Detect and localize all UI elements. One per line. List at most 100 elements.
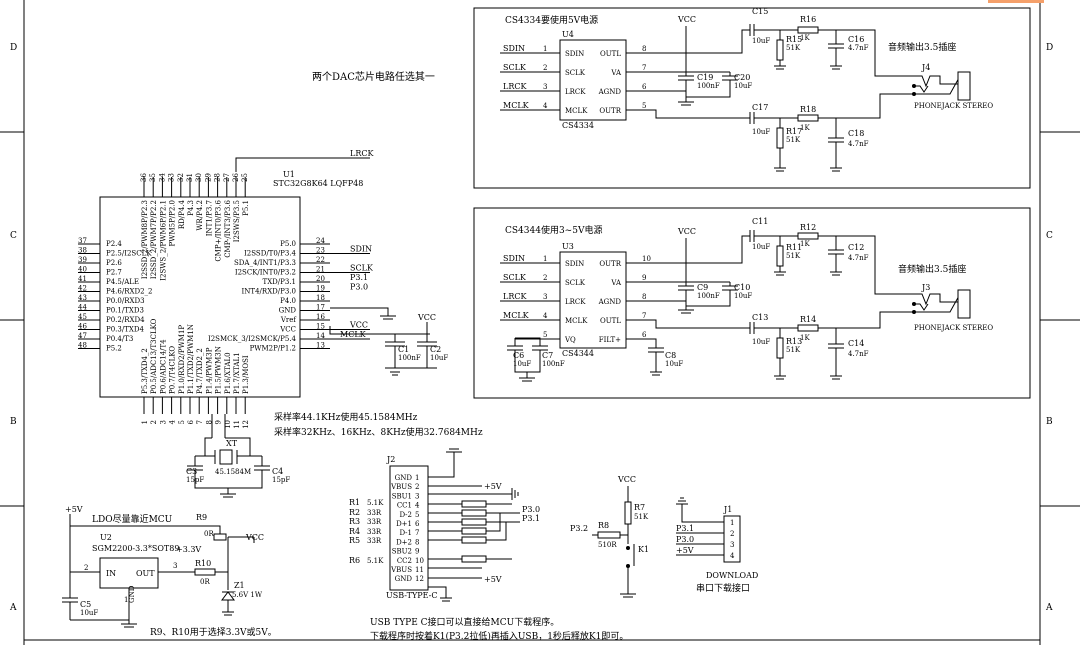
cs4344-right-pin-num: 6	[642, 331, 647, 339]
ldo-ref: U2	[100, 533, 112, 542]
row-label-left-c: C	[10, 231, 17, 241]
mcu-bottom-pin-name: P1.5/PWM3N	[215, 346, 223, 394]
cs4334-r17-ref: R17	[786, 127, 802, 136]
cs4344-c13-value: 10uF	[752, 338, 770, 346]
mcu-right-net-label: P3.1	[350, 273, 368, 282]
cs4344-r14-value: 1K	[800, 334, 810, 342]
mcu-right-net-label: SDIN	[350, 245, 372, 254]
crystal-c3-value: 15pF	[186, 476, 204, 484]
cs4334-c17-ref: C17	[752, 103, 768, 112]
mcu-bottom-pin-name: P0.5/ADC13/T3CLKO	[150, 318, 158, 394]
usb-pin-num: 9	[415, 548, 419, 556]
mcu-top-pin-num: 25	[241, 173, 249, 182]
mcu-right-pin-name: PWM2P/P1.2	[250, 345, 296, 353]
cs4344-left-pin-num: 3	[543, 293, 547, 301]
mcu-left-pin-name: P4.6/RXD2_2	[106, 288, 152, 296]
download-pin-num: 3	[730, 541, 734, 549]
cs4334-c15-ref: C15	[752, 7, 768, 16]
usb-pin-num: 8	[415, 538, 419, 546]
mcu-top-pin-num: 28	[214, 173, 222, 182]
cs4344-r13-ref: R13	[786, 337, 802, 346]
cs4334-left-pin-num: 1	[543, 45, 547, 53]
cs4344-jack-title: 音频输出3.5插座	[898, 263, 966, 275]
cs4344-jack-part: PHONEJACK STEREO	[914, 324, 993, 332]
cs4334-left-pin-name: LRCK	[565, 88, 586, 96]
mcu-right-net-label: VCC	[349, 321, 368, 330]
mcu-bottom-pin-num: 7	[196, 420, 204, 424]
mcu-left-pin-name: P0.1/TXD3	[106, 307, 144, 315]
cs4334-left-pin-name: SCLK	[565, 69, 586, 77]
cs4344-c14-value: 4.7nF	[848, 350, 869, 358]
mcu-left-pin-num: 47	[78, 332, 87, 340]
mcu-left-pin-name: P0.4/T3	[106, 335, 133, 343]
cs4334-part: CS4334	[562, 121, 594, 130]
mcu-left-pin-name: P0.0/RXD3	[106, 297, 145, 305]
mcu-left-pin-num: 42	[78, 285, 87, 293]
mcu-top-pin-num: 34	[158, 173, 166, 182]
mcu-bottom-pin-num: 8	[205, 420, 213, 424]
usb-pin-name: GND	[395, 474, 413, 482]
cs4344-left-pin-name: SDIN	[565, 260, 584, 268]
mcu-bottom-pin-name: P5.3/TXD4_2	[141, 348, 149, 394]
mcu-bottom-pin-name: P0.7/T4CLKO	[169, 346, 177, 394]
usb-resistor-ref: R5	[349, 536, 360, 545]
cs4344-ref: U3	[562, 242, 574, 251]
ldo-vcc: VCC	[245, 533, 264, 542]
cs4344-left-pin-num: 1	[543, 255, 547, 263]
usb-resistor-ref: R2	[349, 508, 360, 517]
usb-pin-name: VBUS	[390, 483, 412, 491]
cs4334-left-pin-name: SDIN	[565, 50, 584, 58]
mcu-top-pin-num: 30	[195, 173, 203, 182]
mcu-right-pin-num: 17	[316, 304, 325, 312]
mcu-right-pin-name: SDA_4/INT1/P3.3	[234, 259, 296, 267]
button-k1-circuit: VCC R7 51K R8 510R K1 P3.2	[570, 475, 649, 598]
cs4344-r14-ref: R14	[800, 315, 816, 324]
cs4334-right-pin-name: VA	[610, 69, 622, 77]
usb-pins: 1GND2VBUS3SBU14CC15D-26D+17D-18D+29SBU21…	[390, 474, 424, 583]
cs4334-jack-title: 音频输出3.5插座	[888, 41, 956, 53]
mcu-right-pin-name: TXD/P3.1	[263, 278, 296, 286]
mcu-bottom-pin-num: 12	[242, 420, 250, 429]
ldo-c5-value: 10uF	[80, 609, 98, 617]
mcu-c1-ref: C1	[398, 345, 409, 354]
row-label-right-a: A	[1045, 603, 1053, 613]
cs4334-right-pin-num: 6	[642, 83, 647, 91]
mcu-c1-value: 100nF	[398, 354, 421, 362]
usb-part: USB-TYPE-C	[386, 591, 437, 600]
mcu-bottom-pins: 1P5.3/TXD4_22P0.5/ADC13/T3CLKO3P0.6/ADC1…	[141, 318, 250, 429]
button-r7-ref: R7	[634, 503, 645, 512]
mcu-left-pin-num: 46	[78, 323, 87, 331]
mcu-left-pin-name: P2.5/I2SCLK	[106, 250, 152, 258]
cs4334-c20-value: 10uF	[734, 82, 752, 90]
usb-pin-name: VBUS	[390, 566, 412, 574]
cs4344-vcc: VCC	[677, 227, 696, 236]
cs4344-left-pin-name: SCLK	[565, 279, 586, 287]
r9-r10-note: R9、R10用于选择3.3V或5V。	[150, 626, 277, 638]
mcu-top-pin-name: CMP-/INT3/P3.6	[224, 199, 232, 257]
cs4334-left-pin-name: MCLK	[565, 107, 588, 115]
mcu-right-pin-num: 22	[316, 256, 325, 264]
usb-type-c-circuit: J2 USB-TYPE-C 1GND2VBUS3SBU14CC15D-26D+1…	[349, 448, 540, 602]
mcu-top-pin-name: I2SWS/P3.5	[233, 200, 241, 242]
cs4344-left-pin-name: VQ	[564, 336, 576, 344]
cs4344-c7-value: 100nF	[542, 360, 565, 368]
crystal-c4-ref: C4	[272, 467, 283, 476]
mcu-left-pin-name: P5.2	[106, 345, 122, 353]
cs4334-jack-ref: J4	[921, 63, 930, 72]
usb-pin-name: GND	[395, 575, 413, 583]
mcu-top-pins: 36I2SSD_2/PWM8P/P2.335I2SSD_2/PWM7P/P2.2…	[140, 173, 250, 281]
cs4334-left-pin-num: 4	[543, 102, 548, 110]
usb-resistor-value: 33R	[367, 528, 382, 536]
cs4334-c18-value: 4.7nF	[848, 140, 869, 148]
cs4334-r16-value: 1K	[800, 34, 810, 42]
button-vcc: VCC	[617, 475, 636, 484]
download-pin-net: P3.1	[676, 524, 694, 533]
crystal-value: 45.1584M	[215, 468, 251, 476]
cs4344-c6-value: 10uF	[513, 360, 531, 368]
download-pin-num: 1	[730, 519, 734, 527]
cs4344-c12-ref: C12	[848, 243, 864, 252]
download-pin-net: P3.0	[676, 535, 694, 544]
cs4344-right-pin-name: OUTR	[599, 260, 621, 268]
